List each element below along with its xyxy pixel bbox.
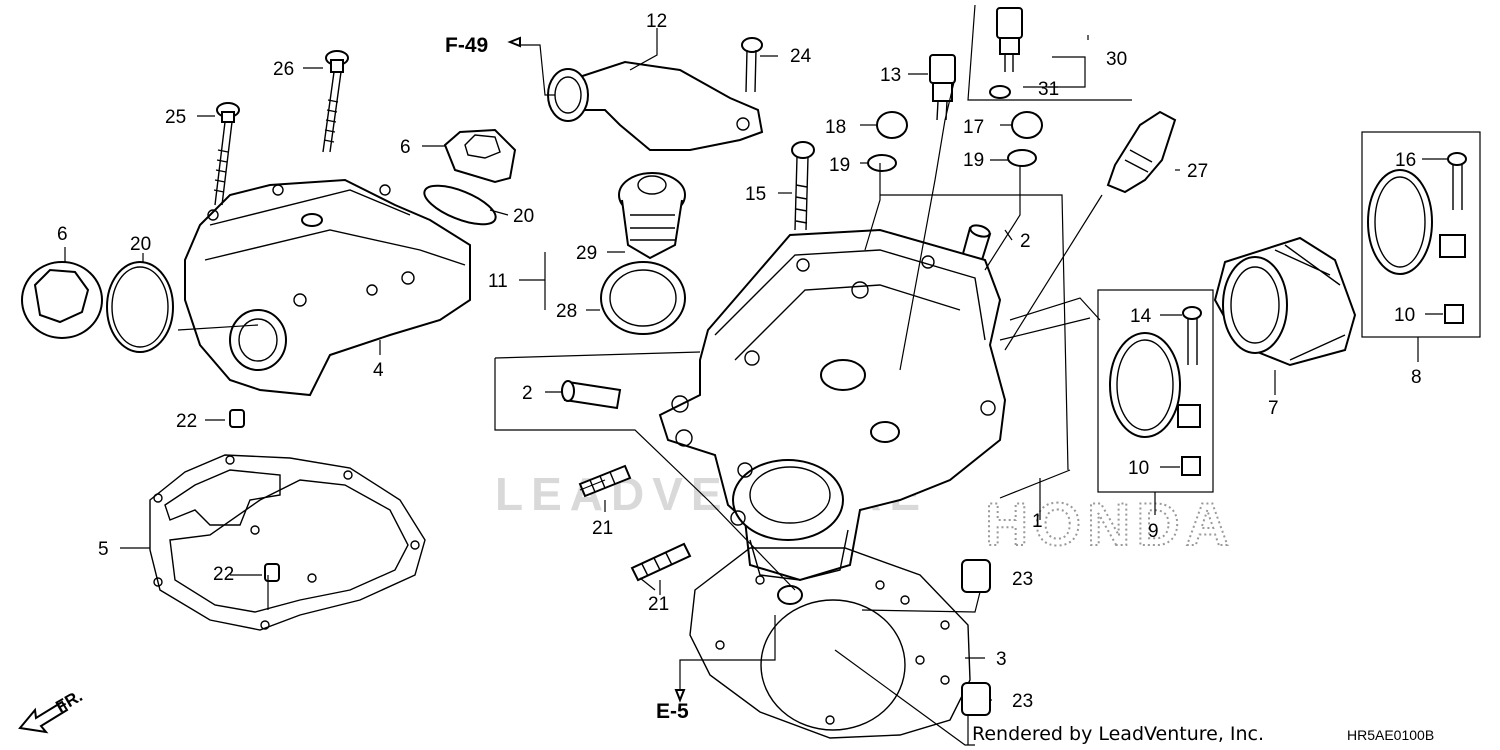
callout-19-left[interactable]: 19 [829, 155, 850, 176]
bolt-16 [1447, 152, 1467, 210]
callout-12[interactable]: 12 [646, 11, 667, 32]
leader-lines [64, 28, 1448, 746]
nut-10-lower [1181, 456, 1201, 476]
washer-31 [989, 85, 1011, 99]
callout-26[interactable]: 26 [273, 59, 294, 80]
nut-10-upper [1444, 304, 1464, 324]
callout-23-upper[interactable]: 23 [1012, 569, 1033, 590]
callout-21-upper[interactable]: 21 [592, 518, 613, 539]
callout-2-right[interactable]: 2 [1020, 231, 1031, 252]
arrow-e5 [674, 689, 686, 703]
reference-f49[interactable]: F-49 [445, 34, 488, 57]
callout-6-right[interactable]: 6 [400, 137, 411, 158]
stud-bolt-lower [630, 542, 692, 582]
temperature-sensor-13 [929, 54, 956, 121]
head-cover-gasket [149, 454, 426, 631]
washer-19-left [867, 154, 897, 172]
bolt-26 [322, 50, 349, 153]
callout-4[interactable]: 4 [373, 360, 384, 381]
callout-19-right[interactable]: 19 [963, 150, 984, 171]
honda-watermark: HONDA [985, 491, 1235, 558]
bolt-15 [791, 141, 815, 231]
cylinder-head-cover [184, 178, 471, 397]
thermostat-seal [600, 261, 686, 335]
cylinder-head-gasket [689, 547, 971, 739]
callout-20-left[interactable]: 20 [130, 234, 151, 255]
bolt-24 [741, 37, 763, 93]
cap-nut-18 [876, 111, 908, 139]
dowel-pin-lower [264, 563, 280, 582]
dowel-pin-upper [229, 409, 245, 428]
callout-10-lower[interactable]: 10 [1128, 458, 1149, 479]
reference-e5[interactable]: E-5 [656, 700, 689, 723]
cylinder-head [658, 228, 1007, 605]
callout-5[interactable]: 5 [98, 539, 109, 560]
callout-15[interactable]: 15 [745, 184, 766, 205]
callout-31[interactable]: 31 [1038, 79, 1059, 100]
front-direction-arrow [18, 700, 69, 734]
callout-18[interactable]: 18 [825, 117, 846, 138]
washer-19-right [1007, 149, 1037, 167]
carburetor-insulator [1213, 236, 1357, 367]
oil-filler-cap-right [443, 128, 517, 184]
callout-27[interactable]: 27 [1187, 161, 1208, 182]
collar-2-left [561, 380, 622, 410]
oil-filler-cap-left [21, 261, 103, 339]
callout-20-right[interactable]: 20 [513, 206, 534, 227]
stud-bolt-upper [578, 464, 632, 498]
o-ring-right [423, 184, 497, 226]
arrow-f49 [507, 36, 521, 48]
callout-30[interactable]: 30 [1106, 49, 1127, 70]
callout-1[interactable]: 1 [1032, 511, 1043, 532]
thermostat-housing [547, 60, 764, 151]
diagram-code: HR5AE0100B [1347, 727, 1434, 743]
callout-8[interactable]: 8 [1411, 367, 1422, 388]
callout-22-upper[interactable]: 22 [176, 411, 197, 432]
callout-28[interactable]: 28 [556, 301, 577, 322]
callout-17[interactable]: 17 [963, 117, 984, 138]
callout-16[interactable]: 16 [1395, 150, 1416, 171]
callout-11[interactable]: 11 [488, 271, 508, 292]
callout-9[interactable]: 9 [1148, 521, 1159, 542]
dowel-pin-23-lower [961, 682, 991, 716]
callout-7[interactable]: 7 [1268, 398, 1279, 419]
callout-21-lower[interactable]: 21 [648, 594, 669, 615]
callout-10-upper[interactable]: 10 [1394, 305, 1415, 326]
callout-6-left[interactable]: 6 [57, 224, 68, 245]
bolt-14 [1182, 306, 1202, 365]
callout-23-lower[interactable]: 23 [1012, 691, 1033, 712]
callout-2-left[interactable]: 2 [522, 383, 533, 404]
callouts: 1 2 2 3 4 5 6 6 7 8 9 10 10 11 12 13 14 … [57, 11, 1422, 712]
callout-14[interactable]: 14 [1130, 306, 1152, 327]
bolt-25 [213, 102, 240, 206]
cap-nut-17 [1011, 111, 1043, 139]
callout-13[interactable]: 13 [880, 65, 901, 86]
callout-22-lower[interactable]: 22 [213, 564, 234, 585]
clamp-8-box [1361, 131, 1481, 338]
o-ring-left [106, 261, 174, 353]
credit-text: Rendered by LeadVenture, Inc. [972, 723, 1264, 745]
callout-29[interactable]: 29 [576, 243, 597, 264]
hose-clamp-8 [1367, 169, 1466, 275]
callout-3[interactable]: 3 [996, 649, 1007, 670]
spark-plug [1106, 110, 1177, 194]
callout-25[interactable]: 25 [165, 107, 186, 128]
thermostat [618, 172, 686, 260]
callout-24[interactable]: 24 [790, 46, 812, 67]
sensor-30 [996, 7, 1023, 72]
hose-clamp-9 [1109, 332, 1201, 438]
dowel-pin-23-upper [961, 559, 991, 593]
